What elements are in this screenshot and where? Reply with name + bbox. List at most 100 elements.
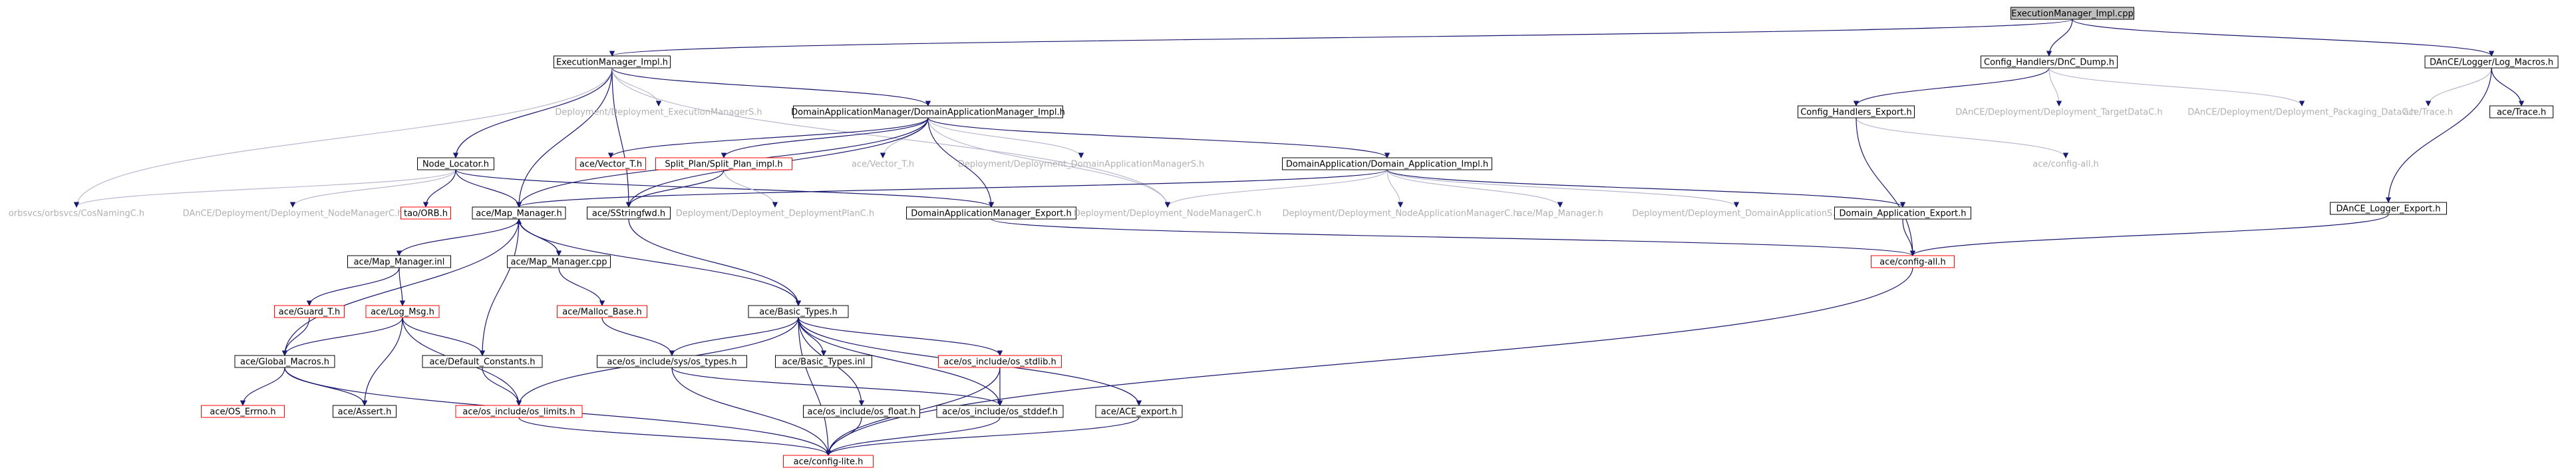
node-basictypes[interactable]: ace/Basic_Types.h xyxy=(748,305,849,318)
node-label-pdatac: DAnCE/Deployment/Deployment_Packaging_Da… xyxy=(2187,108,2416,118)
node-label-mapcpp: ace/Map_Manager.cpp xyxy=(511,258,607,268)
node-damexport[interactable]: DomainApplicationManager_Export.h xyxy=(906,206,1076,220)
edge-root-to-cfgdump xyxy=(2046,19,2073,57)
node-root[interactable]: ExecutionManager_Impl.cpp xyxy=(2011,7,2134,20)
node-oserrno[interactable]: ace/OS_Errno.h xyxy=(201,405,285,418)
node-label-basicinl: ace/Basic_Types.inl xyxy=(782,357,866,367)
node-emi[interactable]: ExecutionManager_Impl.h xyxy=(554,55,671,69)
node-vectort1[interactable]: ace/Vector_T.h xyxy=(575,157,646,170)
node-box-trace2 xyxy=(2490,105,2553,118)
node-cfgdump[interactable]: Config_Handlers/DnC_Dump.h xyxy=(1981,55,2118,69)
node-label-systypes: ace/os_include/sys/os_types.h xyxy=(607,357,736,367)
node-aceexport[interactable]: ace/ACE_export.h xyxy=(1095,405,1183,418)
node-mapinl[interactable]: ace/Map_Manager.inl xyxy=(347,255,451,268)
node-trace2[interactable]: ace/Trace.h xyxy=(2490,105,2553,118)
node-logmacros[interactable]: DAnCE/Logger/Log_Macros.h xyxy=(2424,55,2559,69)
node-mapmgr2[interactable]: ace/Map_Manager.h xyxy=(1517,209,1603,219)
node-box-cfglite xyxy=(783,455,874,468)
edge-cfgdump-to-pdatac xyxy=(2048,67,2305,107)
edge-nodeloc-to-damexport xyxy=(455,169,994,208)
edge-mapcpp-to-mapmgr xyxy=(516,218,560,256)
node-planC[interactable]: Deployment/Deployment_DeploymentPlanC.h xyxy=(676,209,875,219)
node-stddef[interactable]: ace/os_include/os_stddef.h xyxy=(936,405,1064,418)
node-stdlib[interactable]: ace/os_include/os_stdlib.h xyxy=(938,355,1062,368)
edge-malloc-to-systypes xyxy=(601,317,675,356)
node-box-vectort1 xyxy=(575,157,646,170)
node-box-logmacros xyxy=(2424,55,2559,69)
node-globalmacros[interactable]: ace/Global_Macros.h xyxy=(234,355,335,368)
edge-dai-to-nmC2 xyxy=(1164,169,1388,208)
node-assert[interactable]: ace/Assert.h xyxy=(333,405,397,418)
node-sstring[interactable]: ace/SStringfwd.h xyxy=(587,206,671,220)
node-cosnaming[interactable]: orbsvcs/orbsvcs/CosNamingC.h xyxy=(9,209,144,219)
node-namC[interactable]: Deployment/Deployment_NodeApplicationMan… xyxy=(1283,209,1519,219)
edge-cfgdump-to-cfgexport xyxy=(1853,67,2050,107)
node-label-nodeloc: Node_Locator.h xyxy=(422,160,489,170)
node-label-cfgall1: ace/config-all.h xyxy=(2032,160,2099,170)
node-mapmgr[interactable]: ace/Map_Manager.h xyxy=(472,206,566,220)
node-box-split xyxy=(655,157,792,170)
node-defconst[interactable]: ace/Default_Constants.h xyxy=(422,355,543,368)
node-box-globalmacros xyxy=(234,355,335,368)
node-label-stdlib: ace/os_include/os_stdlib.h xyxy=(943,357,1056,367)
edge-dam-to-split xyxy=(721,117,929,158)
node-osfloat[interactable]: ace/os_include/os_float.h xyxy=(803,405,920,418)
node-malloc[interactable]: ace/Malloc_Base.h xyxy=(557,305,647,318)
edge-mapcpp-to-malloc xyxy=(558,267,605,306)
edge-sstring-to-basictypes xyxy=(628,218,802,306)
edge-mapinl-to-guard xyxy=(306,267,400,306)
node-dam[interactable]: DomainApplicationManager/DomainApplicati… xyxy=(791,105,1065,118)
edge-guard-to-globalmacros xyxy=(281,317,310,356)
edge-defconst-to-limits xyxy=(482,367,522,406)
edge-split-to-sstring xyxy=(625,169,724,208)
node-label-dai: DomainApplication/Domain_Application_Imp… xyxy=(1286,160,1488,170)
edge-logmsg-to-globalmacros xyxy=(281,317,403,356)
edge-cfgall2-to-cfglite xyxy=(825,267,1913,456)
node-emS[interactable]: Deployment/Deployment_ExecutionManagerS.… xyxy=(555,108,762,118)
node-dai[interactable]: DomainApplication/Domain_Application_Imp… xyxy=(1282,157,1492,170)
edge-dai-to-daexport xyxy=(1386,169,1905,208)
node-nmC2[interactable]: Deployment/Deployment_NodeManagerC.h xyxy=(1074,209,1261,219)
node-box-assert xyxy=(333,405,397,418)
node-label-damexport: DomainApplicationManager_Export.h xyxy=(911,209,1072,219)
node-guard[interactable]: ace/Guard_T.h xyxy=(274,305,345,318)
node-cfgall1[interactable]: ace/config-all.h xyxy=(2032,160,2099,170)
node-box-daexport xyxy=(1834,206,1971,220)
node-vectort2[interactable]: ace/Vector_T.h xyxy=(852,160,914,170)
edge-split-to-planC xyxy=(723,169,778,208)
node-daS[interactable]: Deployment/Deployment_DomainApplicationS… xyxy=(1632,209,1841,219)
node-label-taoorb: tao/ORB.h xyxy=(404,209,448,219)
node-nodeloc[interactable]: Node_Locator.h xyxy=(417,157,494,170)
node-mapcpp[interactable]: ace/Map_Manager.cpp xyxy=(507,255,611,268)
node-daexport[interactable]: Domain_Application_Export.h xyxy=(1834,206,1971,220)
edge-systypes-to-stddef xyxy=(671,367,1003,406)
node-damS[interactable]: Deployment/Deployment_DomainApplicationM… xyxy=(958,160,1205,170)
node-box-cfgdump xyxy=(1981,55,2118,69)
edge-osfloat-to-cfglite xyxy=(825,417,862,456)
node-box-guard xyxy=(274,305,345,318)
node-label-vectort1: ace/Vector_T.h xyxy=(579,160,642,170)
edge-dam-to-vectort1 xyxy=(607,117,929,158)
node-label-loggerexport: DAnCE_Logger_Export.h xyxy=(2336,204,2441,214)
node-label-namC: Deployment/Deployment_NodeApplicationMan… xyxy=(1283,209,1519,219)
node-box-loggerexport xyxy=(2330,202,2447,215)
node-limits[interactable]: ace/os_include/os_limits.h xyxy=(455,405,583,418)
node-taoorb[interactable]: tao/ORB.h xyxy=(401,206,451,220)
node-box-sstring xyxy=(587,206,671,220)
node-pdatac[interactable]: DAnCE/Deployment/Deployment_Packaging_Da… xyxy=(2187,108,2416,118)
node-cfgexport[interactable]: Config_Handlers_Export.h xyxy=(1798,105,1915,118)
node-nmC1[interactable]: DAnCE/Deployment/Deployment_NodeManagerC… xyxy=(183,209,403,219)
node-cfgall2[interactable]: ace/config-all.h xyxy=(1871,255,1955,268)
edge-aceexport-to-cfglite xyxy=(825,417,1140,456)
node-label-nmC1: DAnCE/Deployment/Deployment_NodeManagerC… xyxy=(183,209,403,219)
node-box-dam xyxy=(793,105,1063,118)
node-split[interactable]: Split_Plan/Split_Plan_impl.h xyxy=(655,157,792,170)
node-trace1[interactable]: ace/Trace.h xyxy=(2404,108,2453,118)
node-cfglite[interactable]: ace/config-lite.h xyxy=(783,455,874,468)
node-systypes[interactable]: ace/os_include/sys/os_types.h xyxy=(597,355,747,368)
node-tdatac[interactable]: DAnCE/Deployment/Deployment_TargetDataC.… xyxy=(1955,108,2162,118)
node-logmsg[interactable]: ace/Log_Msg.h xyxy=(365,305,440,318)
edge-dai-to-mapmgr xyxy=(516,169,1388,208)
node-loggerexport[interactable]: DAnCE_Logger_Export.h xyxy=(2330,202,2447,215)
node-basicinl[interactable]: ace/Basic_Types.inl xyxy=(775,355,872,368)
